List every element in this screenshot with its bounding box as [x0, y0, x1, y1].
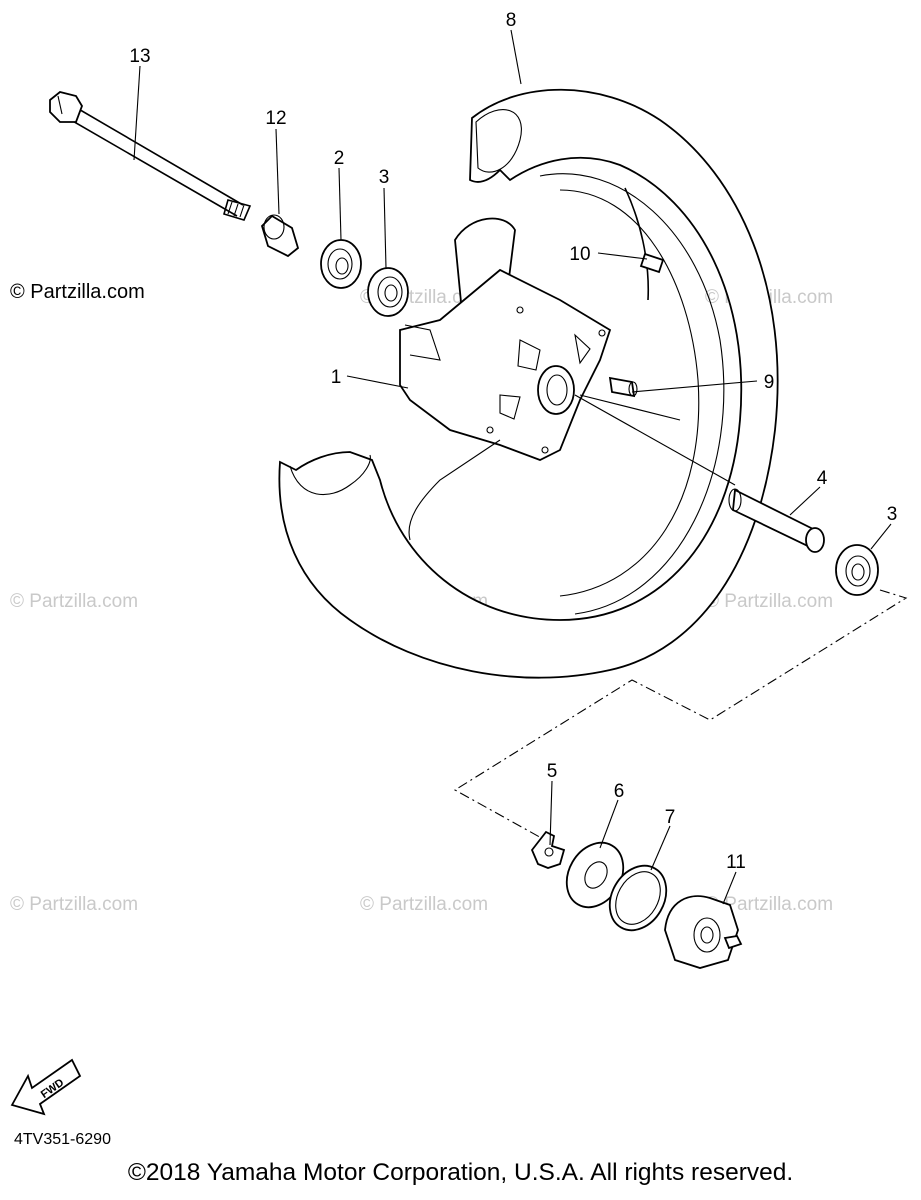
part-12-collar[interactable] — [260, 214, 300, 258]
part-13-axle[interactable] — [49, 91, 252, 221]
callout-10: 10 — [569, 244, 590, 265]
callout-13: 13 — [129, 46, 150, 67]
watermark: © Partzilla.com — [10, 894, 138, 915]
callout-7: 7 — [665, 807, 676, 828]
part-11-gear-unit[interactable] — [664, 895, 743, 969]
part-10-valve[interactable] — [624, 187, 665, 301]
part-5-retainer[interactable] — [530, 830, 566, 869]
fwd-arrow-icon: FWD — [10, 1058, 82, 1116]
callout-1: 1 — [331, 367, 342, 388]
part-9-pin[interactable] — [608, 376, 638, 398]
copyright-notice: ©2018 Yamaha Motor Corporation, U.S.A. A… — [127, 1159, 794, 1186]
callout-6: 6 — [614, 781, 625, 802]
part-7-ring[interactable] — [598, 856, 677, 941]
part-1-wheel-hub[interactable] — [399, 217, 681, 541]
watermark: © Partzilla.com — [10, 591, 138, 612]
callout-5: 5 — [547, 761, 558, 782]
part-3-bearing-upper[interactable] — [367, 267, 409, 317]
callout-9: 9 — [764, 372, 775, 393]
part-code: 4TV351-6290 — [14, 1131, 111, 1148]
part-8-tire[interactable] — [278, 88, 779, 679]
callout-11: 11 — [726, 852, 746, 873]
part-2-oil-seal[interactable] — [320, 239, 362, 289]
watermark: © Partzilla.com — [705, 894, 833, 915]
leader-lines — [133, 29, 892, 905]
callout-2: 2 — [334, 148, 345, 169]
axis-line — [574, 394, 736, 486]
callout-3-upper: 3 — [379, 167, 390, 188]
part-3-bearing-lower[interactable] — [835, 544, 879, 596]
watermark: © Partzilla.com — [705, 591, 833, 612]
callout-8: 8 — [506, 10, 517, 31]
callout-3-lower: 3 — [887, 504, 898, 525]
partzilla-watermark: © Partzilla.com — [10, 281, 145, 303]
callout-labels: 13 12 2 3 8 10 1 9 4 3 5 6 7 11 — [129, 10, 897, 873]
watermark: © Partzilla.com — [360, 894, 488, 915]
assembly-boundary — [453, 589, 908, 841]
part-4-spacer[interactable] — [728, 488, 825, 553]
callout-12: 12 — [265, 108, 286, 129]
callout-4: 4 — [817, 468, 828, 489]
